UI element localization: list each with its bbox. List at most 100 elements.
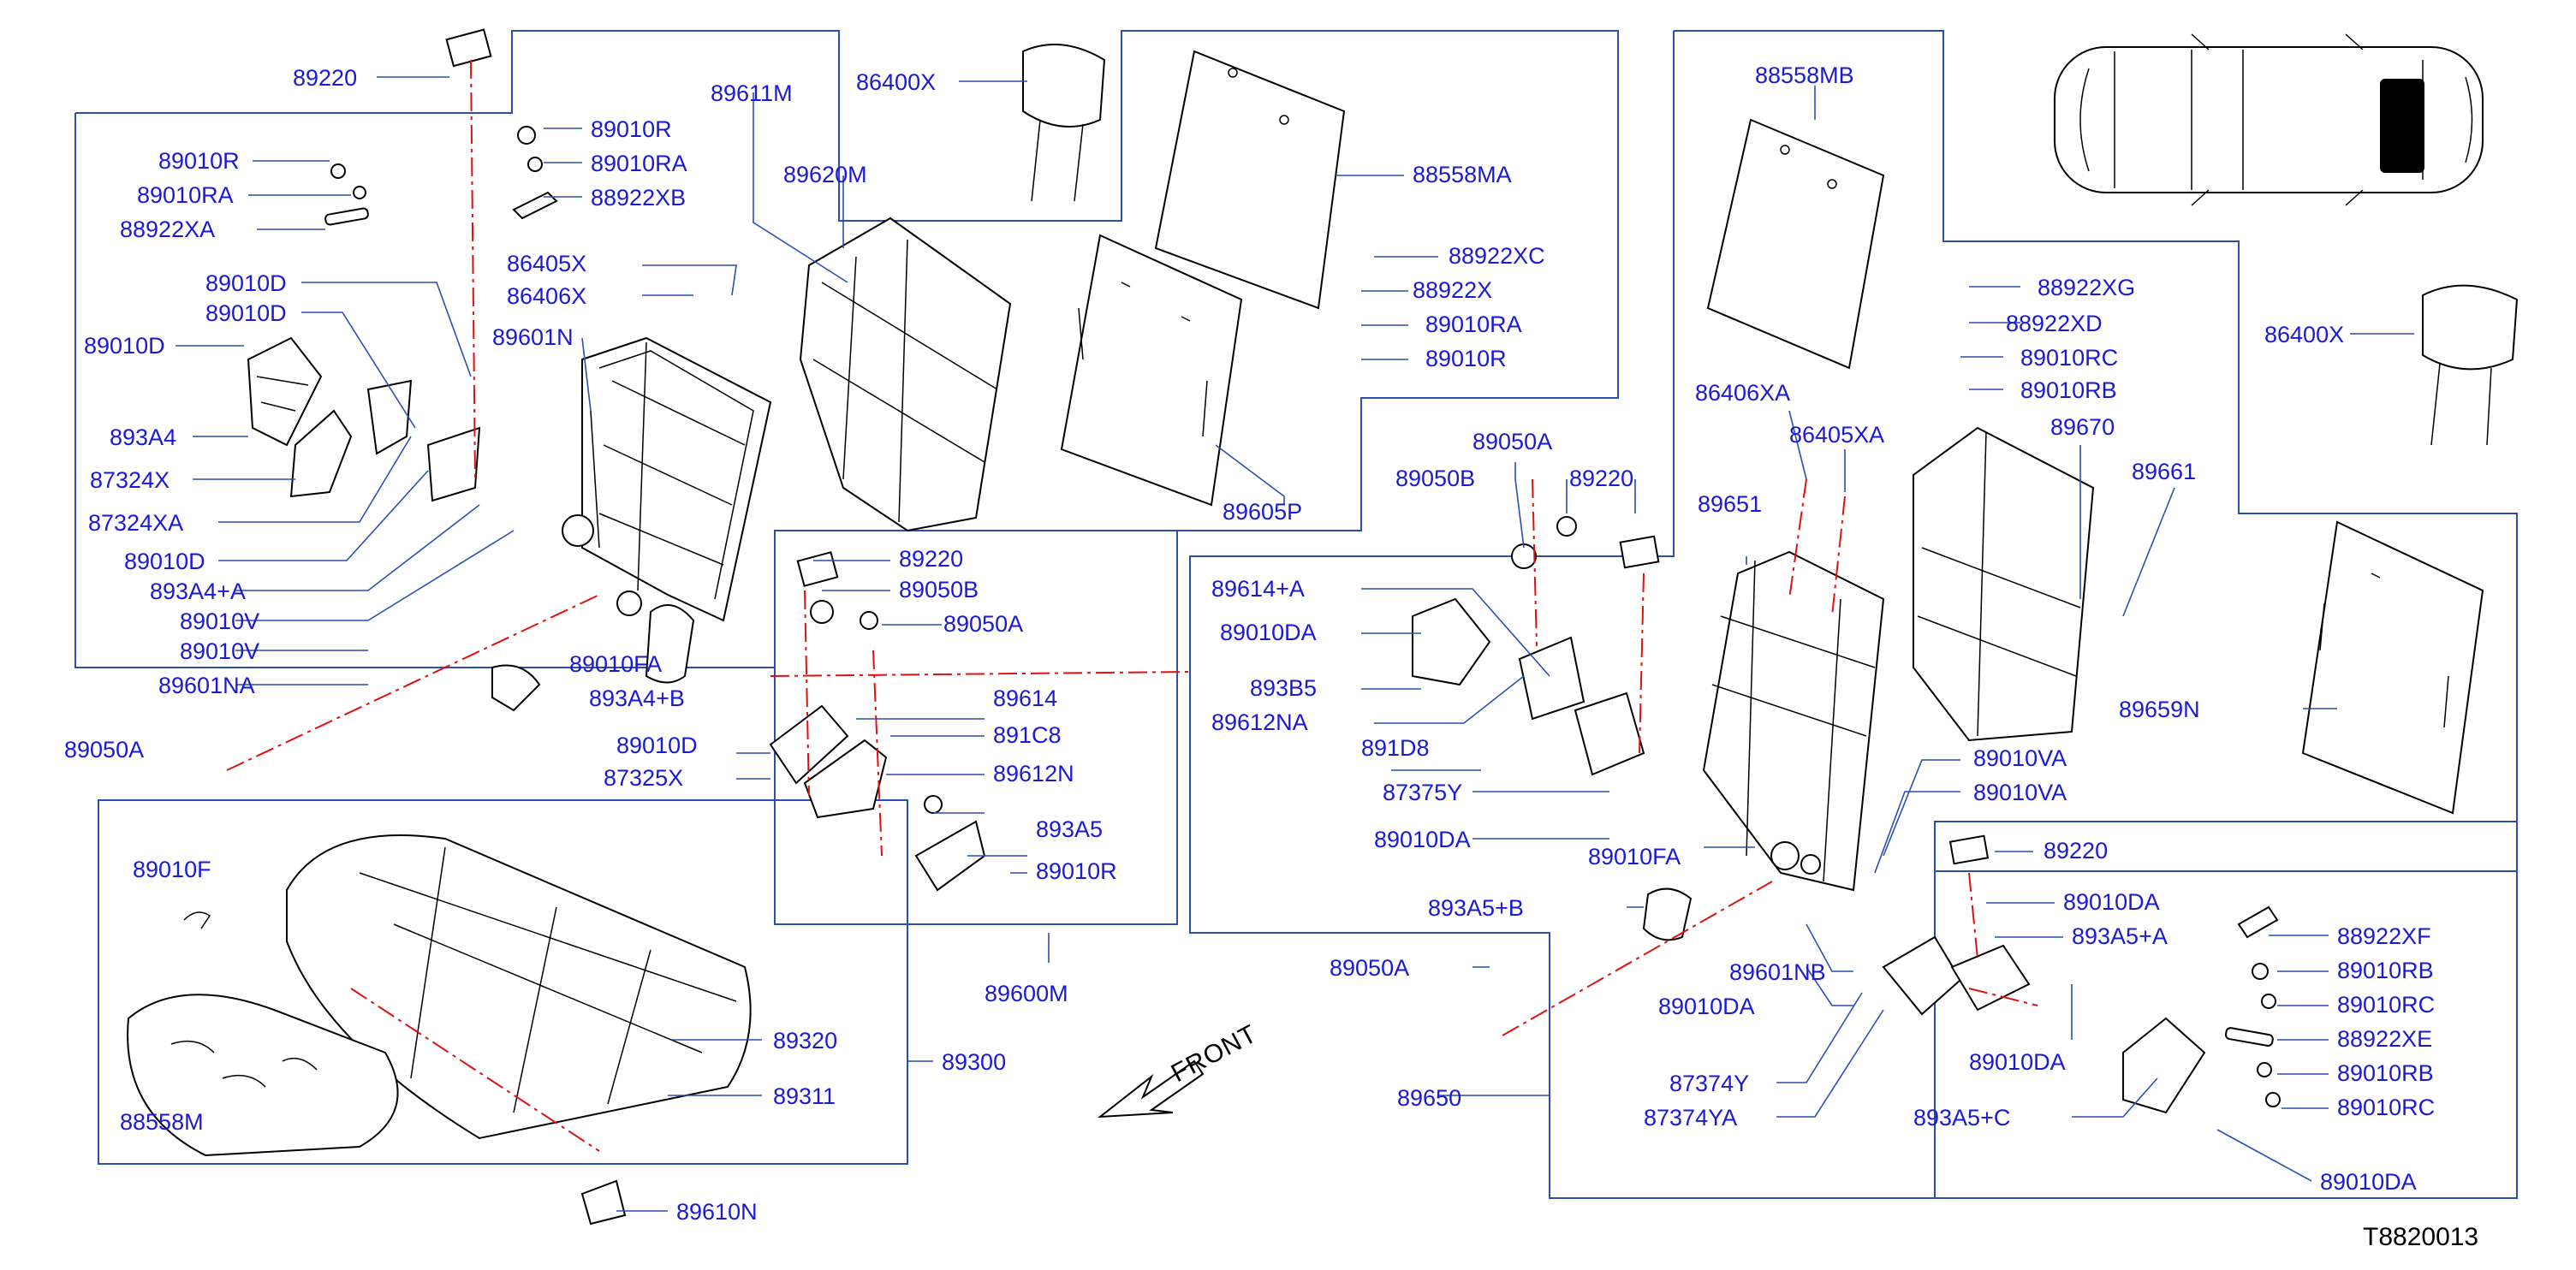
part-label: 89010DA [2320,1169,2417,1195]
part-label: 89010V [180,608,259,634]
box-89300 [98,799,908,1165]
part-label: 86400X [856,69,936,95]
part-label: 89010RC [2020,345,2118,371]
part-label: 89220 [293,65,357,91]
part-label: 88922XC [1449,243,1545,269]
part-label: 89010RA [591,151,687,176]
part-label: 89010RA [137,182,234,208]
part-label: 89220 [899,546,963,572]
part-label: 88922XB [591,185,686,211]
part-label: 86400X [2264,322,2344,347]
part-label: 88922X [1413,277,1492,303]
part-label: 893A5 [1036,816,1103,842]
box-89614-group [774,530,1178,925]
part-label: 89650 [1397,1085,1461,1111]
part-label: 89661 [2132,459,2196,484]
part-label: 89010R [1036,858,1117,884]
box-893a5-right [1934,821,2518,1199]
seat-location-marker [2380,79,2424,173]
part-label: 89614 [993,685,1057,711]
part-label: 89010V [180,638,259,664]
part-label: 89601N [492,324,574,350]
part-label: 87324X [90,467,170,493]
part-label: 891D8 [1361,735,1430,761]
part-label: 88922XD [2006,311,2103,336]
part-label: 89010D [616,733,698,758]
part-label: 89651 [1698,491,1762,517]
assembly-centerlines [226,59,2038,1152]
part-label: 89600M [985,981,1068,1006]
part-label: 89220 [2044,838,2108,863]
part-label: 89010D [205,270,287,296]
part-label: 89010RB [2337,958,2434,983]
part-label: 893A5+A [2072,923,2168,949]
seatback-frame-right [1702,550,1885,892]
leader-lines [176,76,2414,1212]
part-label: 89010RC [2337,1095,2435,1120]
part-label: 86406XA [1695,380,1790,406]
part-label: 89659N [2119,697,2200,722]
part-label: 87374Y [1669,1071,1749,1096]
part-label: 893A5+C [1913,1105,2010,1131]
part-label: 89010D [205,300,287,326]
part-label: 88922XE [2337,1026,2432,1052]
part-label: 89311 [773,1083,836,1109]
seatback-panel-right [2301,520,2484,815]
part-label: 89010D [84,333,165,359]
front-direction-label: FRONT [1167,1019,1262,1088]
part-label: 89010RB [2337,1060,2434,1086]
part-label: 89670 [2050,414,2115,440]
part-label: 87375Y [1383,780,1462,805]
part-label: 89050A [1330,955,1409,981]
part-label: 89605P [1223,499,1302,525]
bracket-group-center [769,551,986,892]
part-label: 893A5+B [1428,895,1524,921]
seatback-panel-left [1060,234,1243,507]
part-label: 89050A [943,611,1023,637]
part-label: 86405X [507,251,586,276]
part-label: 89611M [711,80,793,106]
part-label: 89010R [591,116,672,142]
part-label: 89050B [1395,466,1475,491]
part-label: 89010DA [1220,620,1317,645]
seatback-board-right [1706,118,1885,370]
part-label: 89010DA [1658,994,1755,1019]
small-parts-left [247,28,695,712]
part-label: 89010RB [2020,377,2117,403]
seatback-board-left [1154,50,1346,310]
part-labels: 89220 89010R 89010RA 88922XA 89010D 8901… [64,62,2435,1225]
part-label: 88558MA [1413,162,1512,187]
part-label: 89612NA [1211,709,1308,735]
part-label: 893B5 [1250,675,1317,701]
part-label: 89601NA [158,673,255,698]
part-label: 89050A [64,737,144,763]
part-label: 89320 [773,1028,837,1053]
part-label: 89010VA [1973,780,2067,805]
seatback-frame-left [562,336,772,622]
part-label: 893A4+A [150,579,246,604]
part-label: 89010DA [1969,1049,2066,1075]
seatback-pad-left [799,217,1012,532]
part-label: 89612N [993,761,1074,786]
part-label: 89010DA [2063,889,2160,915]
part-label: 88922XF [2337,923,2431,949]
part-label: 89050B [899,577,979,602]
seat-cushion [127,834,752,1225]
part-label: 88558MB [1755,62,1854,88]
part-label: 88558M [120,1109,204,1135]
part-label: 89601NB [1729,959,1826,985]
part-label: 89620M [783,162,867,187]
part-label: 87325X [604,765,683,791]
part-label: 89010R [158,148,240,174]
seatback-pad-right [1913,426,2095,742]
part-label: 89010DA [1374,827,1471,852]
part-label: 89010RA [1425,312,1522,337]
part-label: 89010RC [2337,992,2435,1018]
part-label: 893A4 [110,424,176,450]
part-label: 89050A [1472,429,1552,454]
part-label: 89010FA [569,651,662,677]
headrest-right [2422,284,2519,446]
diagram-code: T8820013 [2363,1223,2478,1251]
part-label: 88922XG [2038,275,2135,300]
headrest-left [1022,44,1106,202]
